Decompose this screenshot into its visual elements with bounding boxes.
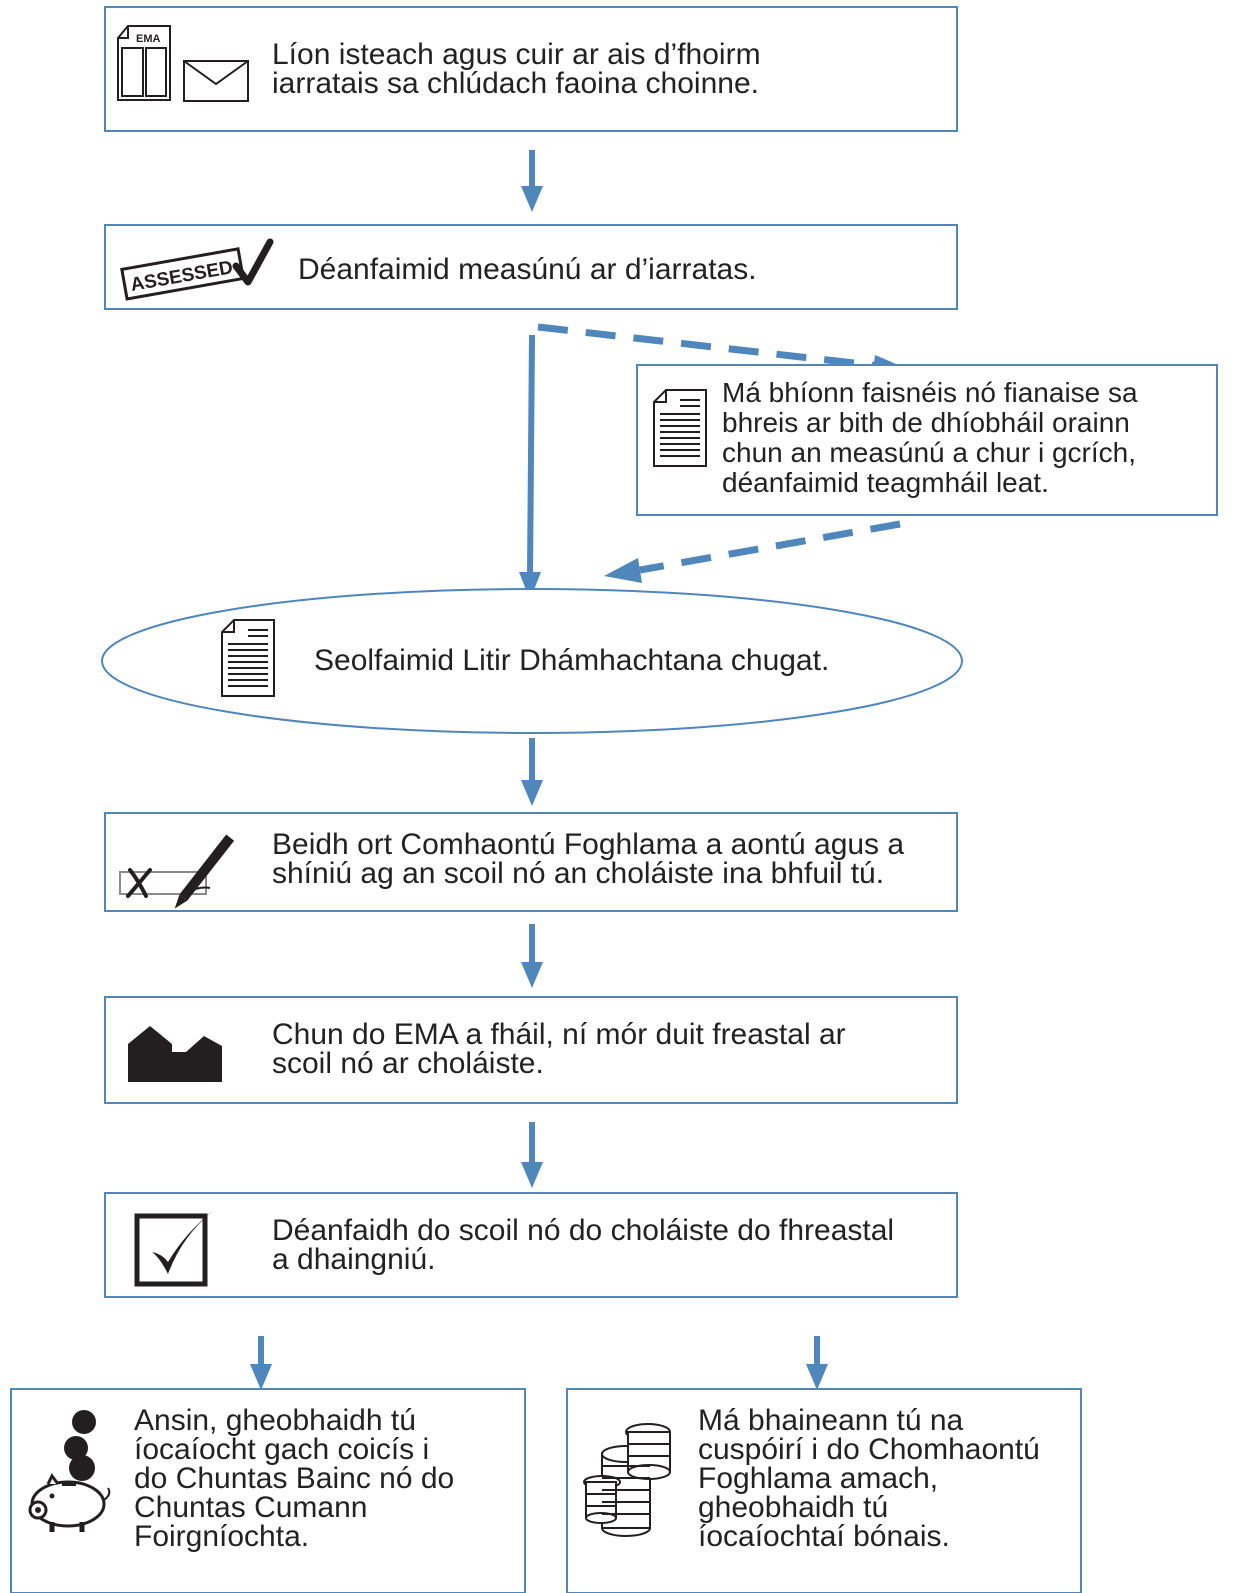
step-confirm-text: Déanfaidh do scoil nó do choláiste do fh… (272, 1214, 895, 1276)
application-form-icon: EMA (117, 25, 171, 101)
document-icon (653, 389, 707, 467)
arrow-confirm-to-bonus (806, 1336, 828, 1390)
step-assess-text: Déanfaimid measúnú ar d’iarratas. (298, 253, 757, 286)
step-agreement-text: Beidh ort Comhaontú Foghlama a aontú agu… (272, 828, 905, 890)
coin-stack-icon (583, 1423, 671, 1537)
envelope-icon (183, 60, 249, 102)
arrow-assess-to-letter (519, 334, 541, 600)
form-label: EMA (136, 33, 161, 45)
arrow-agreement-to-attend (521, 924, 543, 988)
step-more-info-text: Má bhíonn faisnéis nó fianaise sa bhreis… (722, 377, 1138, 498)
arrow-attend-to-confirm (521, 1122, 543, 1188)
award-letter-ellipse (101, 588, 963, 734)
arrow-confirm-to-payment (250, 1336, 272, 1390)
school-building-icon (128, 1026, 222, 1082)
step-apply-text: Líon isteach agus cuir ar ais d’fhoirm i… (272, 38, 761, 100)
assessed-stamp-icon: ASSESSED (120, 238, 274, 301)
piggy-bank-icon (28, 1410, 111, 1532)
step-payment-text: Ansin, gheobhaidh tú íocaíocht gach coic… (134, 1404, 455, 1553)
step-award-letter-text: Seolfaimid Litir Dhámhachtana chugat. (314, 644, 830, 677)
step-assess-box (104, 224, 958, 310)
step-confirm-box (104, 1192, 958, 1298)
arrow-letter-to-agreement (521, 738, 543, 806)
step-attend-text: Chun do EMA a fháil, ní mór duit freasta… (272, 1018, 846, 1080)
document-icon (221, 619, 275, 697)
step-agreement-box (104, 812, 958, 912)
step-bonus-text: Má bhaineann tú na cuspóirí i do Chomhao… (698, 1404, 1040, 1553)
step-more-info-box (636, 364, 1218, 516)
dashed-arrow-from-more-info (604, 520, 901, 583)
arrow-apply-to-assess (521, 150, 543, 212)
signature-pen-icon (119, 834, 235, 909)
step-bonus-box (566, 1388, 1082, 1593)
step-attend-box (104, 996, 958, 1104)
checkbox-tick-icon (134, 1210, 214, 1287)
